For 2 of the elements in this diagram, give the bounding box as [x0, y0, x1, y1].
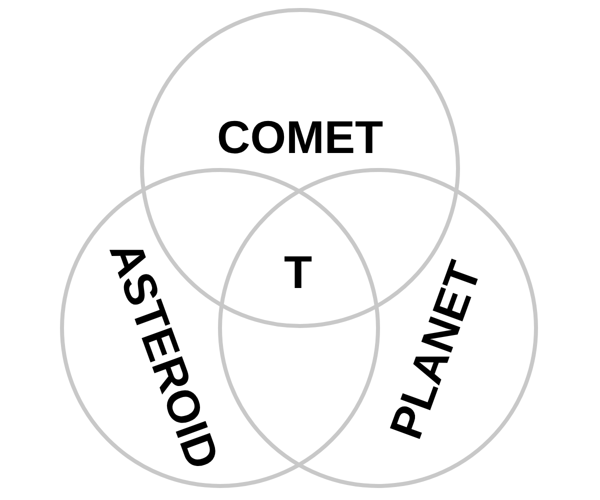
set-label: COMET — [217, 110, 384, 164]
intersection-label: T — [284, 245, 312, 299]
